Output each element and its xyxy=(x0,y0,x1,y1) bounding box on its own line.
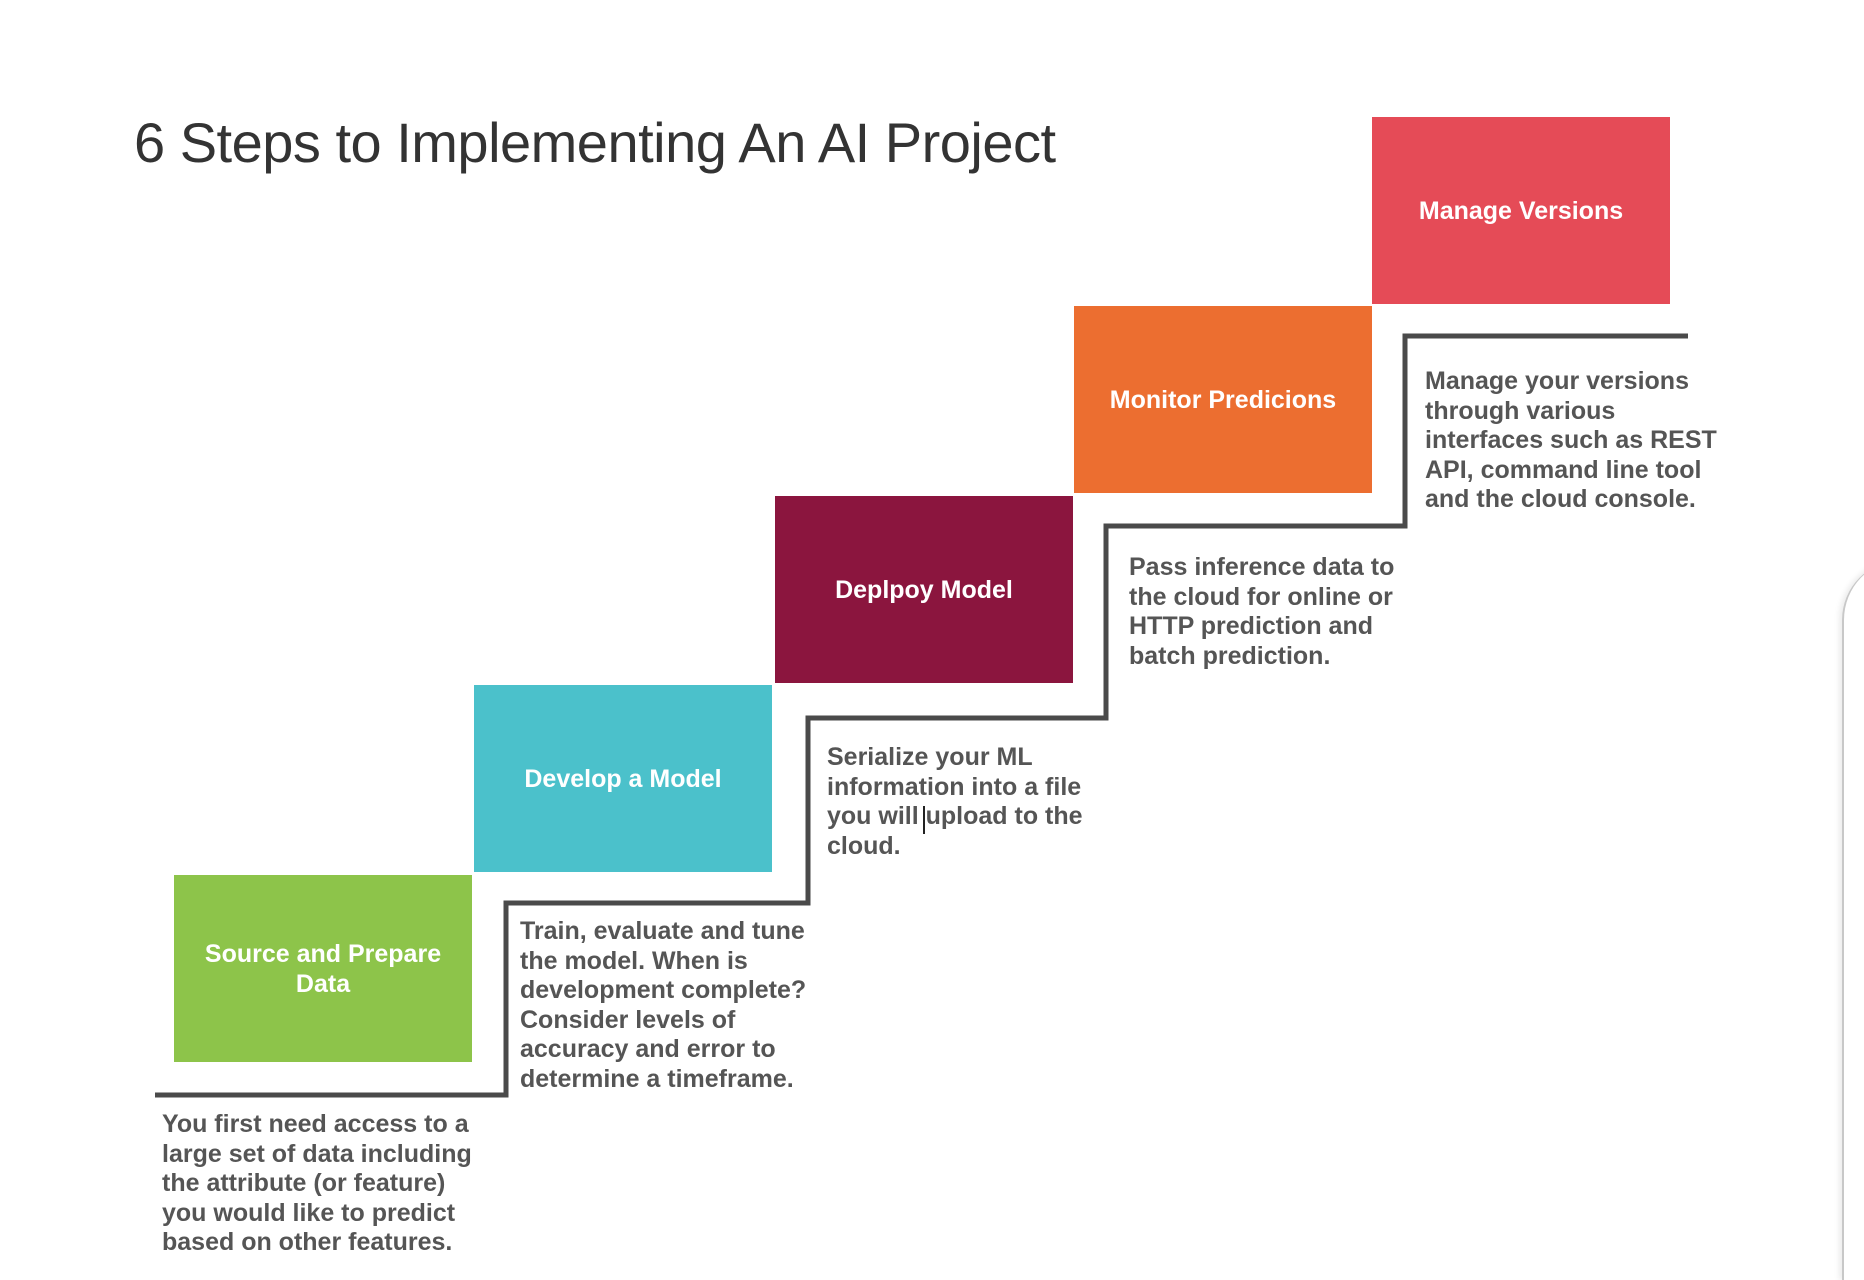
page-edge-decoration xyxy=(1842,560,1864,1280)
step-description-monitor-predictions: Pass inference data to the cloud for onl… xyxy=(1129,553,1395,670)
step-label: Develop a Model xyxy=(524,764,722,793)
step-box-manage-versions: Manage Versions xyxy=(1372,117,1670,304)
step-box-source-prepare-data: Source and Prepare Data xyxy=(174,875,472,1062)
step-box-monitor-predictions: Monitor Predicions xyxy=(1074,306,1372,493)
step-label: Manage Versions xyxy=(1418,196,1624,225)
diagram-title: 6 Steps to Implementing An AI Project xyxy=(134,111,1056,174)
step-box-deploy-model: Deplpoy Model xyxy=(775,496,1073,683)
step-label: Deplpoy Model xyxy=(835,575,1013,604)
text-cursor xyxy=(923,806,925,834)
step-description-deploy-model: Serialize your ML information into a fil… xyxy=(827,743,1083,860)
step-label: Source and Prepare Data xyxy=(204,939,442,998)
step-description-develop-model: Train, evaluate and tune the model. When… xyxy=(520,917,807,1093)
step-box-develop-model: Develop a Model xyxy=(474,685,772,872)
step-label: Monitor Predicions xyxy=(1109,385,1337,414)
step-description-source-prepare-data: You first need access to a large set of … xyxy=(162,1110,472,1257)
step-description-manage-versions: Manage your versions through various int… xyxy=(1425,367,1717,514)
